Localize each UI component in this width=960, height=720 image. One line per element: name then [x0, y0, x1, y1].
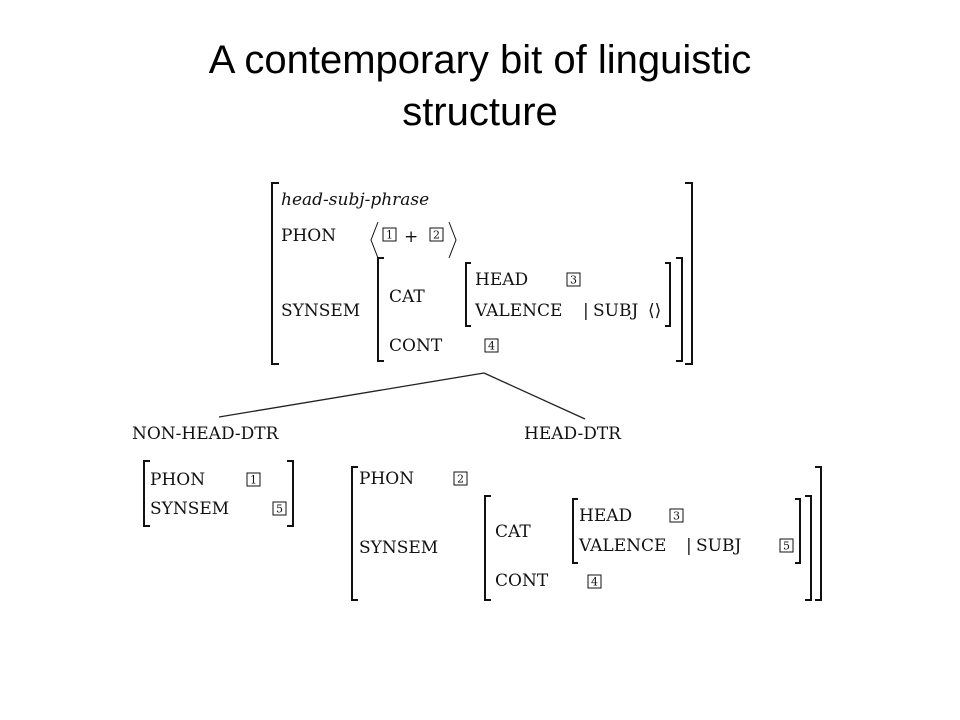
hd-cat-label: CAT [495, 522, 531, 542]
svg-text:2: 2 [457, 473, 464, 486]
mother-head-label: HEAD [475, 270, 528, 290]
tag-box-1: 1 [382, 227, 397, 242]
nhd-right-bracket [287, 460, 294, 527]
hd-outer-right-bracket [815, 466, 822, 601]
non-head-dtr-label: NON-HEAD-DTR [132, 424, 280, 444]
hd-head-label: HEAD [579, 506, 632, 526]
title-line-1: A contemporary bit of linguistic [208, 38, 752, 82]
nhd-left-bracket [143, 460, 150, 527]
nhd-tag-box-5: 5 [272, 501, 287, 516]
hd-phon-label: PHON [359, 469, 414, 489]
hd-cat-left-bracket [572, 498, 578, 564]
hd-valence-label: VALENCE [578, 536, 666, 556]
svg-text:2: 2 [433, 229, 440, 242]
slide-title: A contemporary bit of linguistic structu… [0, 34, 960, 138]
outer-right-bracket [685, 182, 693, 365]
hd-tag-box-5: 5 [779, 538, 794, 553]
mother-valence-label: VALENCE [474, 301, 562, 321]
svg-text:4: 4 [488, 340, 495, 353]
nhd-tag-box-1: 1 [246, 472, 261, 487]
svg-text:1: 1 [250, 474, 257, 487]
mother-subj-label: SUBJ [593, 301, 638, 321]
hd-tag-box-4: 4 [587, 574, 602, 589]
title-line-2: structure [402, 90, 558, 134]
mother-phon-label: PHON [281, 226, 336, 246]
nhd-synsem-label: SYNSEM [150, 499, 229, 519]
branch-line-head [483, 372, 586, 420]
path-bar: | [583, 301, 589, 321]
phon-angle-close [448, 221, 457, 259]
hd-cat-right-bracket [795, 498, 801, 564]
svg-text:4: 4 [591, 576, 598, 589]
hd-tag-box-3: 3 [669, 508, 684, 523]
svg-text:3: 3 [673, 510, 680, 523]
plus-sign: + [404, 227, 418, 247]
cat-right-bracket [665, 262, 671, 327]
mother-avm: head-subj-phrase PHON 1 + 2 SYNSEM CAT H… [271, 182, 693, 365]
cat-left-bracket [465, 262, 471, 327]
branch-line-non-head [218, 372, 485, 418]
hd-tag-box-2: 2 [453, 471, 468, 486]
mother-cont-label: CONT [389, 336, 443, 356]
head-dtr-avm: PHON 2 SYNSEM CAT HEAD 3 VALENCE | SUBJ … [351, 466, 822, 601]
tag-box-4: 4 [484, 338, 499, 353]
mother-synsem-label: SYNSEM [281, 301, 360, 321]
tag-box-3: 3 [566, 272, 581, 287]
svg-text:3: 3 [570, 274, 577, 287]
hd-outer-left-bracket [351, 466, 358, 601]
hd-subj-label: SUBJ [696, 536, 741, 556]
tag-box-2: 2 [429, 227, 444, 242]
hd-synsem-left-bracket [484, 495, 491, 601]
outer-left-bracket [271, 182, 279, 365]
head-dtr-label: HEAD-DTR [524, 424, 622, 444]
non-head-dtr-avm: PHON 1 SYNSEM 5 [143, 460, 294, 527]
hd-cont-label: CONT [495, 571, 549, 591]
phon-angle-open [370, 221, 379, 259]
synsem-left-bracket [377, 257, 384, 362]
synsem-right-bracket [676, 257, 683, 362]
phrase-type: head-subj-phrase [281, 190, 429, 210]
nhd-phon-label: PHON [150, 470, 205, 490]
hd-synsem-right-bracket [805, 495, 812, 601]
hd-path-bar: | [686, 536, 692, 556]
mother-cat-label: CAT [389, 287, 425, 307]
svg-text:1: 1 [386, 229, 393, 242]
empty-subj-list: ⟨⟩ [648, 301, 661, 321]
svg-text:5: 5 [276, 503, 283, 516]
hd-synsem-label: SYNSEM [359, 538, 438, 558]
svg-text:5: 5 [783, 540, 790, 553]
